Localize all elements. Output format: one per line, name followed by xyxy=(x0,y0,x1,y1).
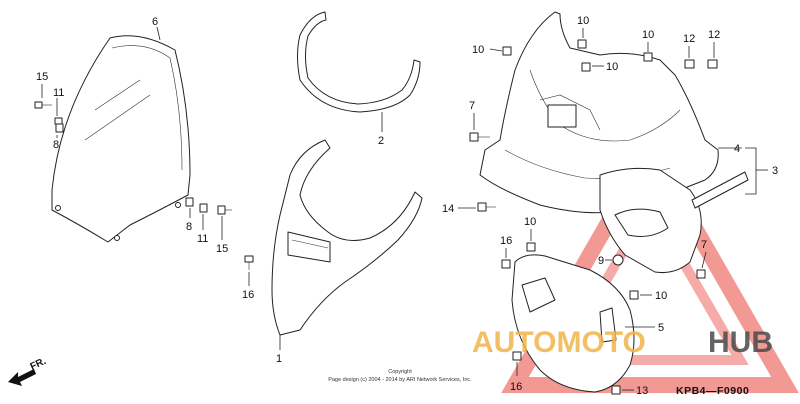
upper-cowl-part xyxy=(271,139,423,336)
copyright-line2: Page design (c) 2004 - 2014 by ARI Netwo… xyxy=(328,377,472,383)
fasteners xyxy=(34,39,718,395)
label-part-15-left: 15 xyxy=(36,71,48,83)
fairing-assembly-part xyxy=(479,11,719,214)
front-label: FR. xyxy=(29,356,48,373)
diagram-code: KPB4—F0900 xyxy=(676,385,749,397)
label-part-11-right: 11 xyxy=(197,233,208,245)
side-cowl-part xyxy=(599,167,749,273)
watermark-text-a: AUTOMOTO xyxy=(472,326,646,359)
seal-part xyxy=(297,11,421,113)
lower-cowl-part xyxy=(511,254,635,393)
label-part-12-b: 12 xyxy=(708,29,720,41)
watermark-text-b: HUB xyxy=(708,326,773,359)
label-part-8-right: 8 xyxy=(186,221,192,233)
part-labels: 6 2 1 3 4 5 15 11 8 8 11 15 16 10 10 10 … xyxy=(36,15,778,397)
label-part-10-d: 10 xyxy=(642,29,654,41)
front-arrow-icon xyxy=(8,369,36,386)
copyright-line1: Copyright xyxy=(388,369,412,375)
label-part-10-c: 10 xyxy=(606,61,618,73)
label-part-3: 3 xyxy=(772,165,778,177)
front-direction-indicator: FR. xyxy=(8,356,48,386)
label-part-16-bottom: 16 xyxy=(510,381,522,393)
label-part-4: 4 xyxy=(734,143,740,155)
label-part-8-left: 8 xyxy=(53,139,59,151)
label-part-16-mid: 16 xyxy=(500,235,512,247)
label-part-10-f: 10 xyxy=(655,290,667,302)
label-part-15-right: 15 xyxy=(216,243,228,255)
label-part-6: 6 xyxy=(152,16,158,28)
label-part-5: 5 xyxy=(658,322,664,334)
label-part-12-a: 12 xyxy=(683,33,695,45)
copyright-block: Copyright Page design (c) 2004 - 2014 by… xyxy=(328,369,472,383)
watermark-text: AUTOMOTO HUB xyxy=(472,326,773,359)
label-part-7-b: 7 xyxy=(701,239,707,251)
label-part-10-e: 10 xyxy=(524,216,536,228)
label-part-16-left: 16 xyxy=(242,289,254,301)
label-part-13: 13 xyxy=(636,385,648,397)
label-part-10-b: 10 xyxy=(577,15,589,27)
label-part-9: 9 xyxy=(598,255,604,267)
label-part-10-a: 10 xyxy=(472,44,484,56)
leader-lines xyxy=(41,26,768,391)
label-part-11-left: 11 xyxy=(53,87,64,99)
label-part-7-a: 7 xyxy=(469,100,475,112)
label-part-2: 2 xyxy=(378,135,384,147)
label-part-1: 1 xyxy=(276,353,282,365)
windscreen-part xyxy=(51,35,191,243)
label-part-14: 14 xyxy=(442,203,454,215)
